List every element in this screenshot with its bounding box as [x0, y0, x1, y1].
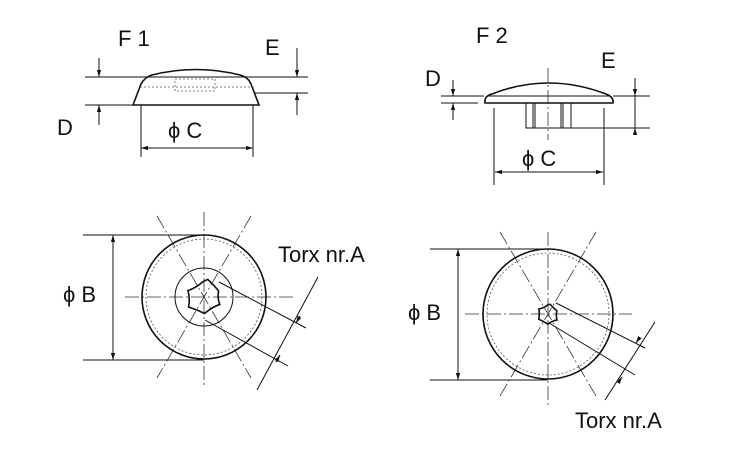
f2-torx-dimension-arrow: [616, 376, 623, 384]
f2-label-d: D: [425, 66, 441, 91]
f1-hidden-recess: [174, 78, 216, 92]
f2-label-c: ϕ C: [522, 146, 556, 171]
f1-top-view: ϕ B Torx nr.A: [63, 212, 365, 391]
f1-hub-circle: [174, 267, 234, 327]
f2-torx-leader-line: [548, 322, 636, 376]
f1-torx-leader-line: [218, 281, 307, 329]
f1-torx-star-icon: [187, 278, 221, 315]
f2-title: F 2: [476, 23, 508, 48]
f1-label-e: E: [265, 35, 280, 60]
f1-side-view: F 1 E D ϕ C: [57, 26, 308, 157]
f2-cap-profile: [484, 82, 614, 104]
f2-side-view: F 2 E D ϕ C: [425, 23, 650, 185]
f2-label-torx: Torx nr.A: [575, 408, 662, 433]
f1-label-b: ϕ B: [63, 282, 96, 307]
f2-label-e: E: [601, 48, 616, 73]
f2-label-b: ϕ B: [408, 300, 441, 325]
f2-torx-star-icon: [537, 303, 558, 326]
f2-torx-dimension-arrow: [635, 336, 642, 344]
f1-label-d: D: [57, 115, 73, 140]
f1-torx-dimension-arrow: [295, 315, 302, 324]
f1-torx-leader-line: [204, 319, 289, 367]
f1-torx-dimension-arrow: [274, 354, 281, 363]
f1-torx-dimension-line: [256, 276, 319, 391]
f1-label-c: ϕ C: [168, 118, 202, 143]
f1-inner-hidden-circle: [145, 238, 263, 356]
f2-torx-leader-line: [555, 302, 646, 349]
f2-inner-hidden-circle: [486, 252, 610, 376]
f2-diagonal-centerline: [499, 231, 597, 397]
f1-cap-profile: [131, 68, 261, 106]
f1-title: F 1: [118, 26, 150, 51]
f2-torx-dimension-line: [604, 321, 656, 401]
f2-top-view: ϕ B Torx nr.A: [408, 231, 662, 433]
f2-shank: [525, 102, 572, 129]
f1-label-torx: Torx nr.A: [278, 242, 365, 267]
f2-diagonal-centerlines: [499, 231, 597, 397]
